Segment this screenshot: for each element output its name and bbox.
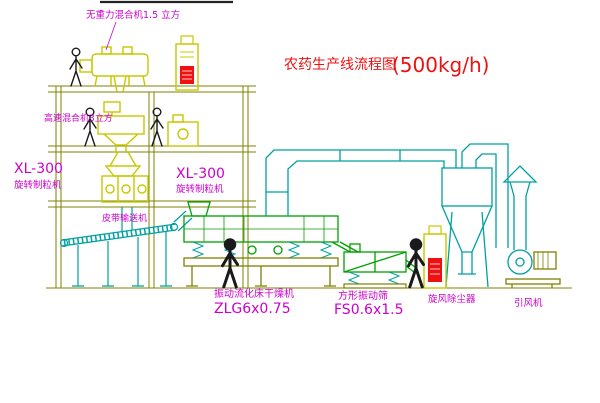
label-belt-conveyor: 皮带输送机 [102,212,147,224]
label-dryer-model: ZLG6x0.75 [214,301,291,317]
label-leader-line [105,21,117,51]
fan-motor [505,251,561,288]
induced-draft-fan [507,249,533,275]
diagram-title: 农药生产线流程图 [284,57,396,73]
diagram-title-capacity: (500kg/h) [392,53,489,77]
granulator [101,151,149,203]
worker-figure-ground-left [221,238,239,289]
cabinet-vent [428,225,442,235]
label-left-granulator-model: XL-300 [14,161,63,177]
cabinet-vent [180,35,194,45]
label-dryer: 振动流化床干燥机 [214,287,294,300]
dryer-exhaust-duct [265,149,457,216]
worker-figure-2nd-floor-right [150,107,164,147]
label-mid-granulator-model: XL-300 [176,166,225,182]
label-sieve: 方形振动筛 [338,289,388,302]
label-high-speed-mixer: 高速混合机3立方 [44,112,113,124]
high-speed-mixer [97,101,145,153]
worker-figure-ground-right [407,238,425,289]
cyclone-dust-collector [441,167,493,288]
label-cyclone: 旋风除尘器 [428,293,476,305]
dryer-springs [191,241,333,259]
control-panel-screen-2 [428,258,442,282]
label-fan: 引风机 [514,297,543,309]
sieve-base [343,283,407,289]
fluid-bed-dryer [183,201,359,255]
cyclone-outlet-duct [461,143,509,248]
sieve-springs [347,271,401,285]
feeder-bin [167,114,199,147]
control-cabinet-floor [423,225,447,289]
label-sieve-model: FS0.6x1.5 [334,302,404,318]
dryer-base-frame [183,257,339,287]
belt-conveyor [59,207,193,287]
vibrating-sieve [343,243,417,273]
control-cabinet-top [175,35,199,91]
label-left-granulator-name: 旋转制粒机 [14,179,62,191]
label-mid-granulator-name: 旋转制粒机 [176,183,224,195]
label-gravity-mixer: 无重力混合机1.5 立方 [86,9,180,21]
gravity-mixer [79,46,149,93]
exhaust-stack [502,165,538,250]
